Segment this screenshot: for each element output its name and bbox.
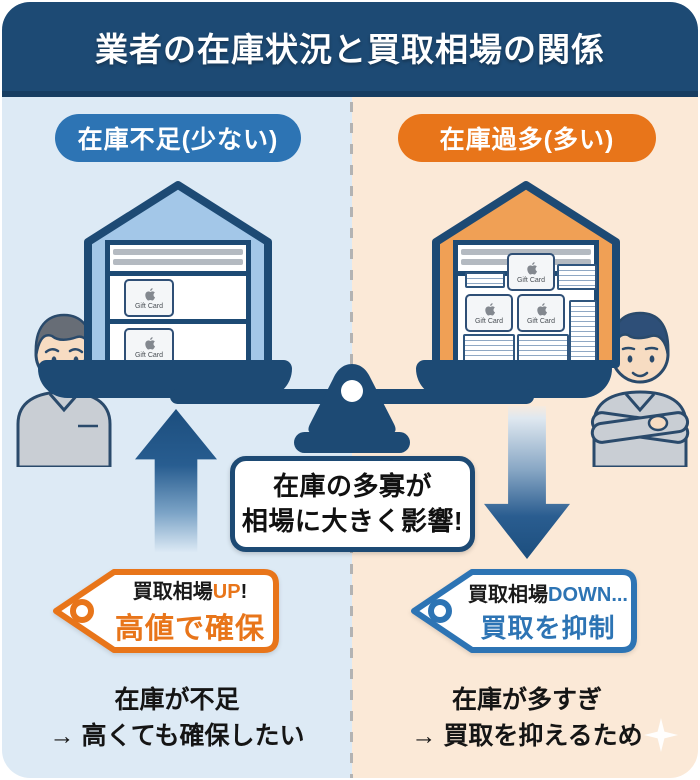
tag-down-line2: 買取を抑制 — [480, 612, 616, 643]
tag-up-line1: 買取相場UP! — [132, 581, 248, 603]
card-pile — [465, 272, 505, 288]
warehouse-interior: Gift Card Gift Card Gift Card — [453, 240, 599, 370]
tag-up-line2: 高値で確保 — [114, 613, 265, 645]
card-stacks: Gift Card Gift Card Gift Card — [463, 250, 597, 366]
tag-down-line1: 買取相場DOWN... — [468, 583, 628, 606]
gift-card: Gift Card — [124, 328, 174, 366]
apple-logo-icon — [143, 336, 156, 351]
tag-shape-icon — [53, 569, 279, 653]
warehouse-high-stock: Gift Card Gift Card Gift Card — [430, 178, 622, 370]
impact-note-line2: 相場に大きく影響! — [241, 506, 464, 536]
header: 業者の在庫状況と買取相場の関係 — [2, 2, 698, 97]
card-pile — [557, 264, 597, 290]
gift-card: Gift Card — [124, 279, 174, 317]
gift-card: Gift Card — [517, 294, 565, 332]
warehouse-low-stock: Gift Card Gift Card — [82, 178, 274, 370]
shelf-row: Gift Card — [110, 324, 246, 368]
note-low-stock: 在庫が不足 → 高くても確保したい — [7, 682, 347, 755]
page-title: 業者の在庫状況と買取相場の関係 — [95, 30, 605, 68]
apple-logo-icon — [483, 302, 496, 317]
card-pile — [569, 300, 597, 366]
note-high-line1: 在庫が多すぎ — [451, 686, 602, 714]
gift-card: Gift Card — [465, 294, 513, 332]
warehouse-interior: Gift Card Gift Card — [105, 240, 251, 370]
gift-card-label: Gift Card — [474, 317, 503, 325]
gift-card-label: Gift Card — [526, 317, 555, 325]
impact-note-line1: 在庫の多寡が — [272, 470, 432, 501]
tag-shape-icon — [411, 569, 637, 653]
low-stock-pill: 在庫不足(少ない) — [55, 114, 301, 162]
note-high-line2: → 買取を抑えるため — [411, 722, 643, 751]
gift-card: Gift Card — [507, 253, 555, 291]
shutter-icon — [110, 245, 246, 276]
gift-card-label: Gift Card — [516, 276, 545, 284]
tag-hole-icon — [428, 599, 452, 623]
tag-hole-icon — [70, 599, 94, 623]
apple-logo-icon — [143, 287, 156, 302]
high-stock-pill: 在庫過多(多い) — [398, 114, 656, 162]
gift-card-label: Gift Card — [134, 302, 163, 310]
gift-card-label: Gift Card — [134, 351, 163, 359]
balance-fulcrum — [294, 364, 410, 453]
person-confident — [590, 311, 690, 467]
note-low-line1: 在庫が不足 — [114, 686, 240, 714]
apple-logo-icon — [535, 302, 548, 317]
shelf-row: Gift Card — [110, 276, 246, 324]
note-low-line2: → 高くても確保したい — [49, 722, 305, 751]
impact-note-box: 在庫の多寡が 相場に大きく影響! — [230, 456, 475, 552]
price-tag-down: 買取相場DOWN... 買取を抑制 — [406, 565, 642, 657]
note-high-stock: 在庫が多すぎ → 買取を抑えるため — [357, 682, 697, 755]
apple-logo-icon — [525, 261, 538, 276]
price-tag-up: 買取相場UP! 高値で確保 — [48, 565, 284, 657]
